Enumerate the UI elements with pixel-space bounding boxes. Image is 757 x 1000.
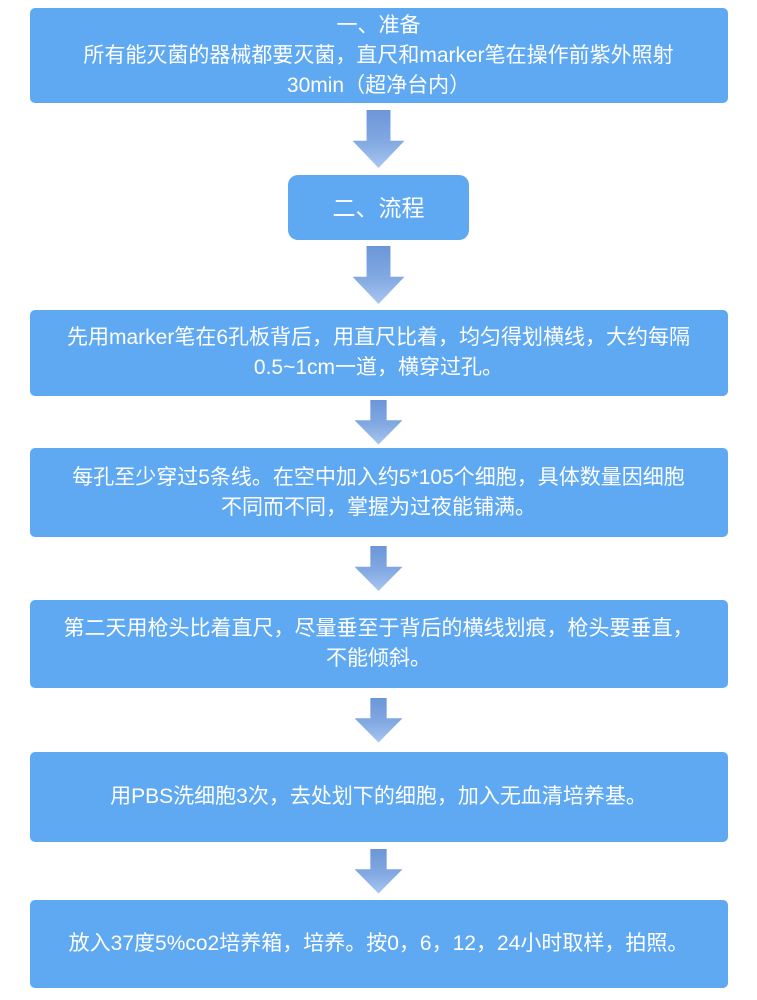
step-text: 30min（超净台内） bbox=[286, 73, 471, 97]
flow-step-process: 二、流程 bbox=[288, 175, 469, 240]
flow-step-preparation: 一、准备 所有能灭菌的器械都要灭菌，直尺和marker笔在操作前紫外照射 30m… bbox=[29, 8, 728, 103]
down-arrow-icon bbox=[352, 246, 405, 304]
step-title: 一、准备 bbox=[336, 13, 421, 37]
step-title: 二、流程 bbox=[332, 194, 425, 221]
flow-step-seed-cells: 每孔至少穿过5条线。在空中加入约5*105个细胞，具体数量因细胞 不同而不同，掌… bbox=[29, 448, 728, 537]
step-text: 先用marker笔在6孔板背后，用直尺比着，均匀得划横线，大约每隔 bbox=[66, 326, 690, 349]
flow-step-wash-cells: 用PBS洗细胞3次，去处划下的细胞，加入无血清培养基。 bbox=[29, 752, 728, 842]
down-arrow-icon bbox=[354, 848, 403, 894]
step-text: 放入37度5%co2培养箱，培养。按0，6，12，24小时取样，拍照。 bbox=[68, 932, 689, 955]
step-text: 所有能灭菌的器械都要灭菌，直尺和marker笔在操作前紫外照射 bbox=[83, 43, 674, 67]
down-arrow-icon bbox=[354, 546, 403, 591]
step-text: 第二天用枪头比着直尺，尽量垂至于背后的横线划痕，枪头要垂直， bbox=[63, 617, 694, 640]
connector bbox=[354, 396, 403, 448]
down-arrow-icon bbox=[354, 697, 403, 743]
connector bbox=[352, 240, 405, 310]
down-arrow-icon bbox=[354, 399, 403, 445]
connector bbox=[354, 688, 403, 752]
flow-step-incubate-sample: 放入37度5%co2培养箱，培养。按0，6，12，24小时取样，拍照。 bbox=[29, 900, 728, 988]
step-text: 不同而不同，掌握为过夜能铺满。 bbox=[221, 495, 536, 519]
flow-step-draw-guide-lines: 先用marker笔在6孔板背后，用直尺比着，均匀得划横线，大约每隔 0.5~1c… bbox=[29, 310, 728, 396]
connector bbox=[354, 537, 403, 600]
connector bbox=[354, 842, 403, 900]
down-arrow-icon bbox=[352, 110, 405, 168]
flow-step-scratch-cells: 第二天用枪头比着直尺，尽量垂至于背后的横线划痕，枪头要垂直， 不能倾斜。 bbox=[29, 600, 728, 688]
step-text: 每孔至少穿过5条线。在空中加入约5*105个细胞，具体数量因细胞 bbox=[72, 465, 685, 489]
step-text: 0.5~1cm一道，横穿过孔。 bbox=[253, 356, 504, 379]
step-text: 用PBS洗细胞3次，去处划下的细胞，加入无血清培养基。 bbox=[110, 785, 647, 808]
step-text: 不能倾斜。 bbox=[326, 647, 431, 670]
connector bbox=[352, 103, 405, 175]
